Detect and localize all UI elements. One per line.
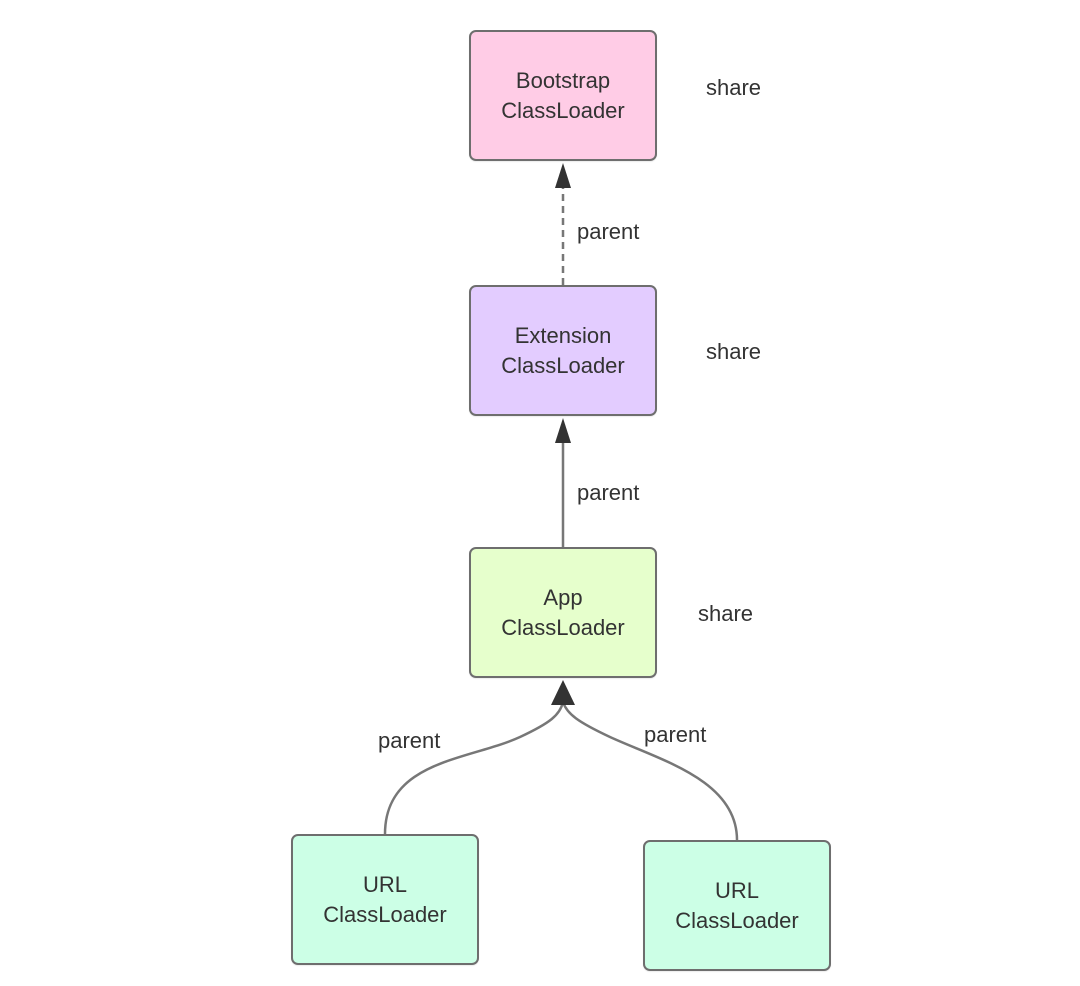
edge-url-right-to-app [561, 701, 739, 841]
share-label-app: share [698, 601, 754, 626]
node-line-1: URL [714, 877, 759, 903]
edge-label-url-right-to-app: parent [644, 722, 707, 747]
extension-classloader-node: Extension ClassLoader [469, 285, 657, 416]
url-classloader-right-node: URL ClassLoader [643, 840, 831, 971]
node-line-2: ClassLoader [323, 901, 447, 927]
edge-label-url-left-to-app: parent [378, 728, 441, 753]
arrowhead-bootstrap [555, 163, 571, 188]
bootstrap-classloader-node: Bootstrap ClassLoader [469, 30, 657, 161]
node-line-2: ClassLoader [501, 614, 625, 640]
node-line-1: Bootstrap [515, 67, 611, 93]
edge-label-extension-to-bootstrap: parent [577, 219, 640, 244]
node-line-1: App [543, 584, 583, 610]
edge-label-app-to-extension: parent [577, 480, 640, 505]
node-line-2: ClassLoader [501, 97, 625, 123]
app-classloader-node: App ClassLoader [469, 547, 657, 678]
share-label-bootstrap: share [706, 75, 762, 100]
edge-url-left-to-app [383, 701, 565, 835]
url-classloader-left-node: URL ClassLoader [291, 834, 479, 965]
arrowhead-extension [555, 418, 571, 443]
node-line-1: URL [362, 871, 407, 897]
node-line-1: Extension [514, 322, 612, 348]
share-label-extension: share [706, 339, 762, 364]
node-line-2: ClassLoader [675, 907, 799, 933]
node-line-2: ClassLoader [501, 352, 625, 378]
arrowhead-app [551, 680, 575, 705]
